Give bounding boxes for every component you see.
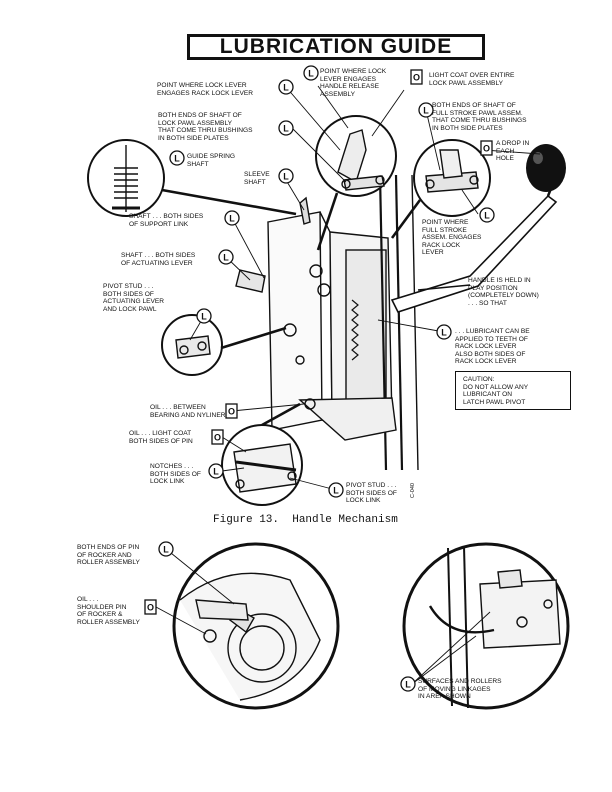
lube-marker-light-coat xyxy=(278,79,294,95)
caution-text: CAUTION: DO NOT ALLOW ANY LUBRICANT ON L… xyxy=(463,376,529,406)
svg-text:L: L xyxy=(213,467,219,477)
callout-rocker-roller-pin: BOTH ENDS OF PIN OF ROCKER AND ROLLER AS… xyxy=(77,544,140,567)
lube-marker-oil xyxy=(410,69,423,85)
callout-pin-light-coat: OIL . . . LIGHT COAT BOTH SIDES OF PIN xyxy=(129,430,193,445)
lube-marker-light-coat xyxy=(278,120,294,136)
svg-text:L: L xyxy=(283,83,289,93)
callout-handle-note: HANDLE IS HELD IN PLAY POSITION (COMPLET… xyxy=(468,277,539,307)
figure-caption: Figure 13. Handle Mechanism xyxy=(213,514,398,526)
callout-sleeve-shaft: SLEEVE SHAFT xyxy=(244,171,270,186)
callout-actuating-lever-shaft: SHAFT . . . BOTH SIDES OF ACTUATING LEVE… xyxy=(121,252,196,267)
callout-full-stroke-engage: POINT WHERE FULL STROKE ASSEM. ENGAGES R… xyxy=(422,219,482,257)
svg-text:L: L xyxy=(229,214,235,224)
lube-marker-light-coat xyxy=(196,308,212,324)
svg-text:L: L xyxy=(333,486,339,496)
svg-text:L: L xyxy=(423,106,429,116)
svg-text:O: O xyxy=(413,73,420,83)
lube-marker-oil xyxy=(225,403,238,419)
svg-text:L: L xyxy=(441,328,447,338)
svg-text:L: L xyxy=(283,124,289,134)
figure-code: C-040 xyxy=(410,483,416,498)
callout-pivot-stud-lock-link: PIVOT STUD . . . BOTH SIDES OF LOCK LINK xyxy=(346,482,397,505)
callout-lock-lever-rack: POINT WHERE LOCK LEVER ENGAGES RACK LOCK… xyxy=(157,82,254,97)
callout-bearing-nyliner: OIL . . . BETWEEN BEARING AND NYLINER xyxy=(150,404,226,419)
svg-text:L: L xyxy=(484,211,490,221)
callout-drop-each-hole: A DROP IN EACH HOLE xyxy=(496,140,530,163)
svg-text:O: O xyxy=(214,433,221,443)
lube-marker-light-coat xyxy=(169,150,185,166)
callout-support-link: SHAFT . . . BOTH SIDES OF SUPPORT LINK xyxy=(129,213,204,228)
lube-marker-light-coat xyxy=(158,541,174,557)
callout-full-stroke-shaft: BOTH ENDS OF SHAFT OF FULL STROKE PAWL A… xyxy=(432,102,527,132)
svg-text:L: L xyxy=(174,154,180,164)
lube-marker-light-coat xyxy=(208,463,224,479)
callout-moving-linkages: SURFACES AND ROLLERS OF MOVING LINKAGES … xyxy=(418,678,502,701)
svg-text:O: O xyxy=(228,407,235,417)
svg-text:L: L xyxy=(223,253,229,263)
lube-marker-light-coat xyxy=(436,324,452,340)
lube-marker-oil xyxy=(144,599,157,615)
svg-text:L: L xyxy=(308,69,314,79)
lube-marker-light-coat xyxy=(400,676,416,692)
lube-marker-light-coat xyxy=(418,102,434,118)
callout-rack-lock-teeth: . . . LUBRICANT CAN BE APPLIED TO TEETH … xyxy=(455,328,530,366)
lube-marker-oil xyxy=(480,140,493,156)
svg-text:L: L xyxy=(283,172,289,182)
callout-notches-lock-link: NOTCHES . . . BOTH SIDES OF LOCK LINK xyxy=(150,463,201,486)
svg-text:L: L xyxy=(405,680,411,690)
lube-marker-light-coat xyxy=(278,168,294,184)
page-title: LUBRICATION GUIDE xyxy=(187,34,485,60)
svg-text:L: L xyxy=(201,312,207,322)
lube-marker-light-coat xyxy=(328,482,344,498)
callout-pivot-stud-actuating: PIVOT STUD . . . BOTH SIDES OF ACTUATING… xyxy=(103,283,165,313)
lube-marker-light-coat xyxy=(479,207,495,223)
lube-marker-oil xyxy=(211,429,224,445)
callout-lock-lever-handle-release: POINT WHERE LOCK LEVER ENGAGES HANDLE RE… xyxy=(320,68,387,98)
callout-lock-pawl-assembly: LIGHT COAT OVER ENTIRE LOCK PAWL ASSEMBL… xyxy=(429,72,515,87)
lube-marker-light-coat xyxy=(303,65,319,81)
callout-guide-spring-shaft: GUIDE SPRING SHAFT xyxy=(187,153,235,168)
callout-rocker-shoulder-pin: OIL . . . SHOULDER PIN OF ROCKER & ROLLE… xyxy=(77,596,140,626)
lube-marker-light-coat xyxy=(224,210,240,226)
callout-lock-pawl-shaft: BOTH ENDS OF SHAFT OF LOCK PAWL ASSEMBLY… xyxy=(158,112,253,142)
svg-text:O: O xyxy=(147,603,154,613)
svg-text:O: O xyxy=(483,144,490,154)
caution-box: CAUTION: DO NOT ALLOW ANY LUBRICANT ON L… xyxy=(455,371,571,410)
lube-marker-light-coat xyxy=(218,249,234,265)
svg-text:L: L xyxy=(163,545,169,555)
